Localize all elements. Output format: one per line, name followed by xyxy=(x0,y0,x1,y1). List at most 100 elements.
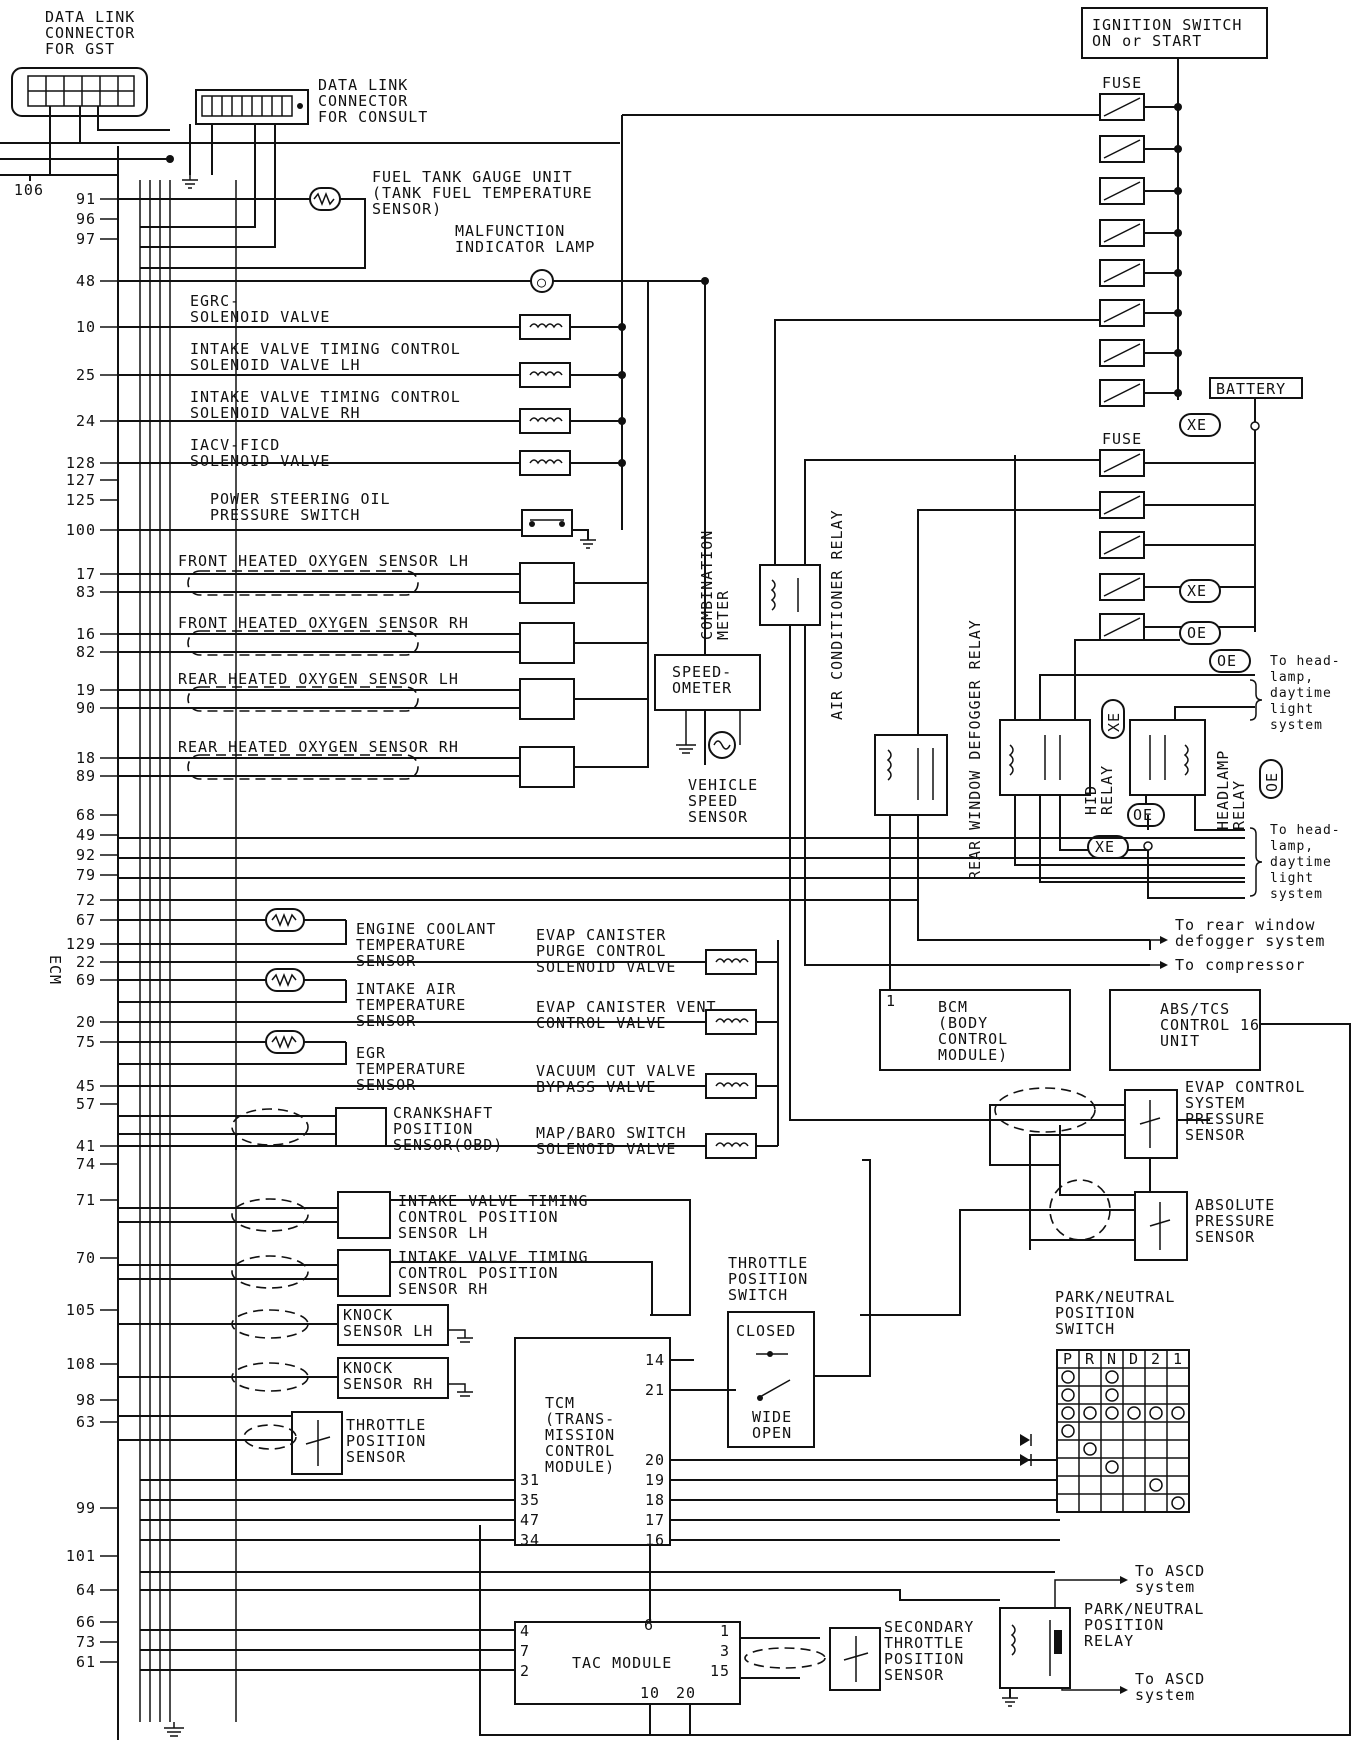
pnp-position-label: D xyxy=(1129,1350,1139,1368)
ecm-pin-label: 75 xyxy=(76,1033,96,1051)
fuse-element xyxy=(1103,343,1141,363)
ecm-pin-label: 71 xyxy=(76,1191,96,1209)
headlamp-relay: HEADLAMPRELAY OE xyxy=(1129,719,1283,830)
fuse-top-label: FUSE xyxy=(1102,74,1142,92)
solenoid-icon xyxy=(705,949,757,975)
ecm-pin-label: 19 xyxy=(76,681,96,699)
fuse-icon xyxy=(1099,531,1145,559)
ecm-pin-label: 125 xyxy=(66,491,96,509)
shield-wire xyxy=(187,686,419,712)
heater-wire xyxy=(574,280,649,584)
xe-tag: XE xyxy=(1087,835,1129,859)
thermistor-symbol xyxy=(271,972,297,988)
tcm-pin-label: 17 xyxy=(645,1511,665,1529)
svg-text:16: 16 xyxy=(1240,1016,1260,1034)
solenoid-icon xyxy=(519,314,571,340)
svg-text:XE: XE xyxy=(1105,712,1123,732)
oe-tag: OE xyxy=(1127,803,1165,827)
solenoid-icon xyxy=(705,1073,757,1099)
shield-wire xyxy=(187,630,419,656)
svg-text:OE: OE xyxy=(1263,772,1281,792)
svg-text:1: 1 xyxy=(886,992,896,1010)
switch-contact-icon xyxy=(1171,1406,1185,1420)
switch-contact-icon xyxy=(1149,1478,1163,1492)
rho2-lh-label: REAR HEATED OXYGEN SENSOR LH xyxy=(178,670,459,688)
ecm-label: ECM xyxy=(46,955,64,985)
ecm-pin-label: 92 xyxy=(76,846,96,864)
thermistor-sensors xyxy=(118,908,347,1065)
ecm-pin-label: 79 xyxy=(76,866,96,884)
oxygen-sensors xyxy=(118,280,649,788)
junction-dot xyxy=(1174,269,1182,277)
tcm-pin-label: 20 xyxy=(645,1451,665,1469)
to-compressor-label: To compressor xyxy=(1175,956,1305,974)
junction-dot xyxy=(1174,103,1182,111)
coil-icon xyxy=(715,1018,749,1024)
switch-contact-icon xyxy=(1061,1424,1075,1438)
ivtcp-lh-sensor xyxy=(118,1191,691,1316)
pnp-position-label: 1 xyxy=(1173,1350,1183,1368)
relay-wiring xyxy=(1014,455,1255,899)
tac-pin-label: 2 xyxy=(520,1662,530,1680)
ecm-pin-label: 49 xyxy=(76,826,96,844)
fuse-block-ignition xyxy=(1099,93,1182,407)
solenoid-icon xyxy=(519,450,571,476)
tcm-pin-label: 21 xyxy=(645,1381,665,1399)
solenoid-icon xyxy=(519,408,571,434)
ac-relay: AIR CONDITIONER RELAY xyxy=(759,319,1210,1121)
fuse-element xyxy=(1103,97,1141,117)
fuse-element xyxy=(1103,303,1141,323)
ecm-pin-label: 57 xyxy=(76,1095,96,1113)
switch-contact-icon xyxy=(1105,1406,1119,1420)
switch-contact-icon xyxy=(1105,1388,1119,1402)
switch-contact-icon xyxy=(1127,1406,1141,1420)
tcm-pin-label: 16 xyxy=(645,1531,665,1549)
diode-icon xyxy=(1020,1454,1030,1466)
heater-wire xyxy=(574,280,649,700)
thermistor-icon xyxy=(265,908,305,932)
xe-tag: XE xyxy=(1179,413,1221,437)
pnp-position-label: R xyxy=(1085,1350,1095,1368)
ecm-pin-label: 89 xyxy=(76,767,96,785)
fuse-element xyxy=(1103,495,1141,515)
fuse-icon xyxy=(1099,379,1145,407)
option-tags: XE XE OE OE XE OE xyxy=(1087,413,1251,859)
ecm-pin-label: 24 xyxy=(76,412,96,430)
ecm-pin-label: 20 xyxy=(76,1013,96,1031)
coil-icon xyxy=(715,1082,749,1088)
junction-dot xyxy=(1174,229,1182,237)
egrc-label: EGRC-SOLENOID VALVE xyxy=(190,292,330,326)
switch-contact-icon xyxy=(1061,1388,1075,1402)
ecm-pin-label: 106 xyxy=(14,181,44,199)
sensor-wire xyxy=(118,980,347,1003)
ecm-pin-label: 101 xyxy=(66,1547,96,1565)
tcm-pin-label: 18 xyxy=(645,1491,665,1509)
fuel-tank-sensor xyxy=(118,187,366,269)
ecm-pin-label: 82 xyxy=(76,643,96,661)
fuse-block-battery xyxy=(1099,449,1255,641)
junction-dot xyxy=(1174,389,1182,397)
solenoid-column xyxy=(118,314,626,476)
junction-dot xyxy=(1174,349,1182,357)
pnp-position-label: P xyxy=(1063,1350,1073,1368)
solenoid-icon xyxy=(705,1133,757,1159)
rear-defogger-relay: REAR WINDOW DEFOGGER RELAY xyxy=(874,509,1150,990)
